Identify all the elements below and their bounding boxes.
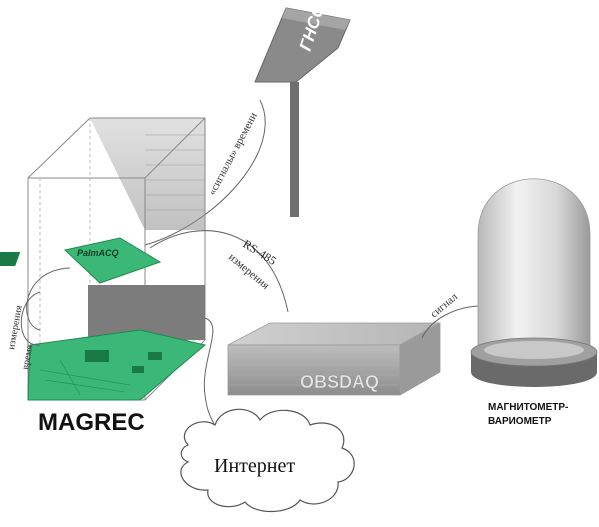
gnss-antenna-body: [254, 7, 351, 83]
magrec-unit: PalmACQ MAGREC: [0, 117, 207, 436]
palmacq-board: [63, 237, 162, 284]
signals-time-line: [144, 99, 266, 246]
time-left-label: время: [20, 344, 35, 371]
magnetometer-dome: [477, 178, 591, 353]
obsdaq-label: OBSDAQ: [300, 372, 379, 392]
gnss-antenna: ГНСС: [254, 2, 351, 217]
magnetometer-label-line2: ВАРИОМЕТР: [488, 416, 552, 427]
left-loop-line: [26, 267, 71, 331]
rs485-line: [149, 230, 289, 313]
signals-time-label: «сигналы» времени: [206, 110, 260, 197]
internet-line: [203, 317, 216, 431]
magrec-label: MAGREC: [38, 409, 145, 436]
obsdaq-unit: OBSDAQ: [227, 322, 441, 396]
internet-cloud: Интернет: [180, 408, 355, 513]
cloud-shape: [180, 408, 355, 513]
internet-label: Интернет: [214, 455, 295, 477]
gnss-mast: [290, 82, 299, 217]
magrec-main-board: [27, 329, 207, 401]
magnetometer: МАГНИТОМЕТР- ВАРИОМЕТР: [470, 178, 598, 427]
palmacq-label: PalmACQ: [77, 248, 119, 258]
magnetometer-label-line1: МАГНИТОМЕТР-: [488, 402, 568, 413]
